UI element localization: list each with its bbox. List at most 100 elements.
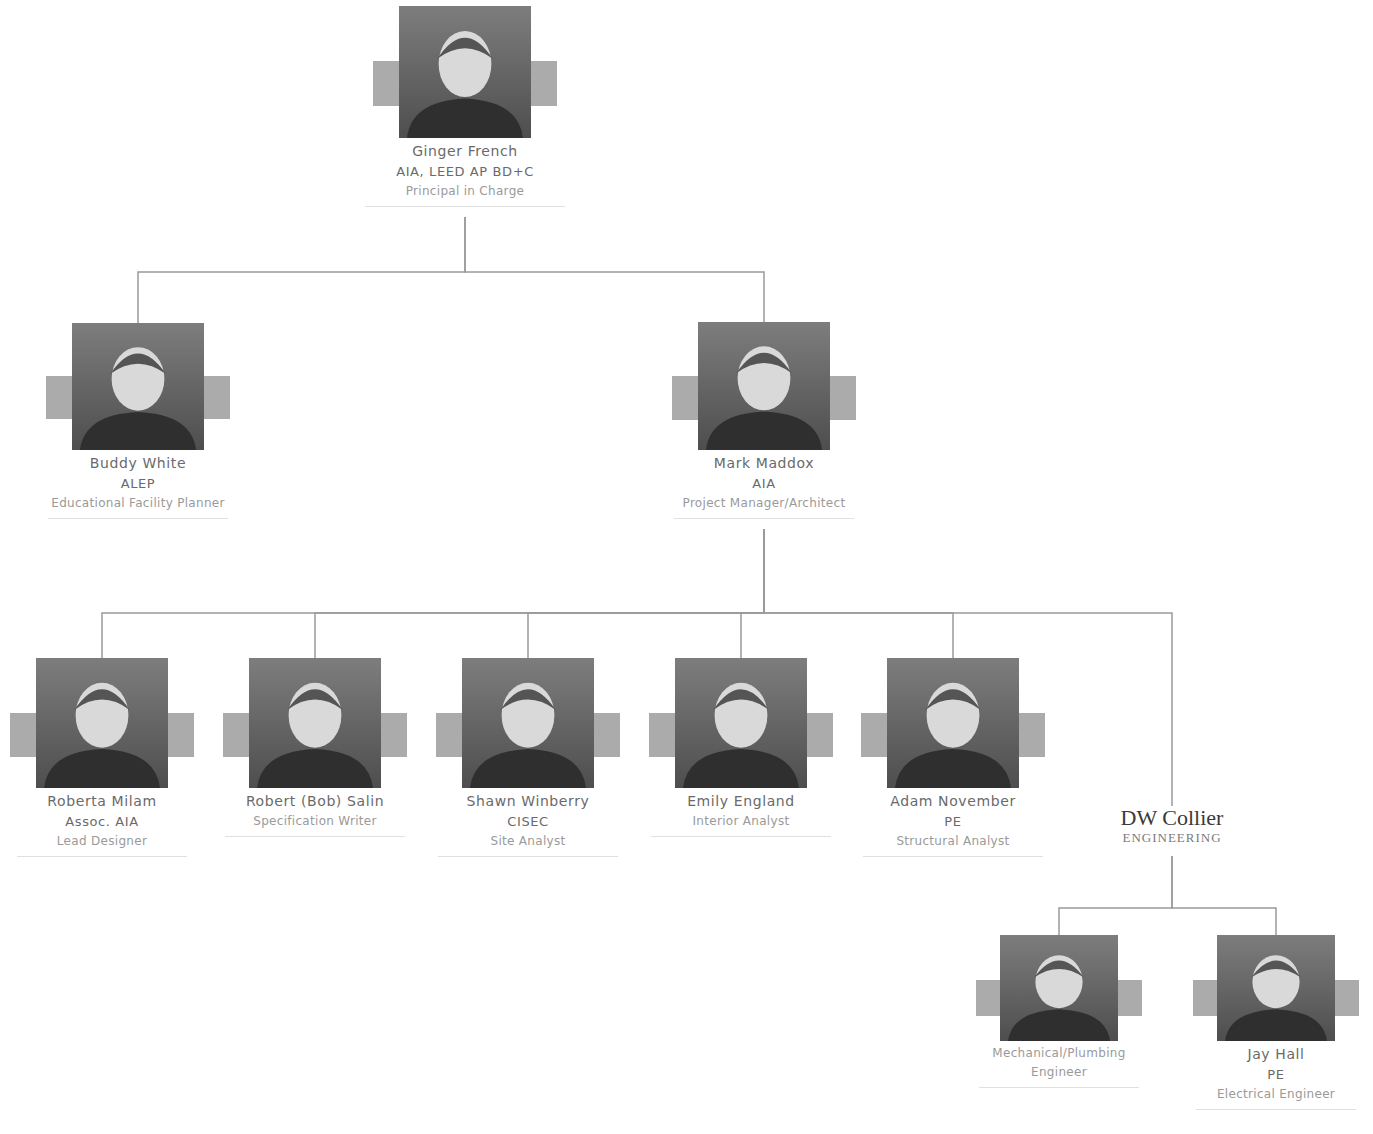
portrait-photo [649,658,833,788]
company-name: DW Collier [1082,806,1262,830]
shoulders [407,98,523,138]
shoulders [80,412,196,450]
role-title: Mechanical/Plumbing Engineer [979,1044,1139,1082]
hair [1034,960,1084,977]
frame-tab [592,713,620,757]
role-title: Educational Facility Planner [48,494,228,513]
company-subtitle: ENGINEERING [1082,830,1262,846]
hair [500,689,555,710]
caption-block: Buddy WhiteALEPEducational Facility Plan… [48,453,228,519]
portrait-photo [672,322,856,450]
photo-background [887,658,1019,788]
role-title: Electrical Engineer [1196,1085,1356,1104]
caption-block: Adam NovemberPEStructural Analyst [863,791,1043,857]
frame-tab [202,376,230,419]
hair [1251,960,1301,977]
logo-text-block: DW CollierENGINEERING [1082,806,1262,846]
photo-background [1000,935,1118,1041]
shoulders [683,749,799,788]
hair [437,38,492,59]
role-title: Site Analyst [438,832,618,851]
caption-block: Mechanical/Plumbing Engineer [979,1044,1139,1088]
frame-tab [373,61,401,106]
frame-tab [223,713,251,757]
person-name: Ginger French [365,141,565,162]
portrait-photo [223,658,407,788]
portrait-photo [861,658,1045,788]
credentials: PE [863,812,1043,832]
hair [287,689,342,710]
photo-background [36,658,168,788]
role-title: Project Manager/Architect [674,494,854,513]
frame-tab [46,376,74,419]
portrait-photo [1193,935,1359,1041]
portrait-photo [436,658,620,788]
credentials: AIA, LEED AP BD+C [365,162,565,182]
frame-tab [828,376,856,420]
company-logo-node: DW CollierENGINEERING [1082,806,1262,856]
frame-tab [436,713,464,757]
role-title: Lead Designer [17,832,187,851]
role-title: Structural Analyst [863,832,1043,851]
org-connector [102,529,764,658]
org-connector [465,217,764,322]
photo-background [249,658,381,788]
org-connector [1059,856,1172,935]
frame-tab [805,713,833,757]
org-connector [138,217,465,323]
frame-tab [672,376,700,420]
role-title: Principal in Charge [365,182,565,201]
shoulders [44,749,160,788]
person-name: Shawn Winberry [438,791,618,812]
credentials: PE [1196,1065,1356,1085]
hair [110,353,165,373]
frame-tab [976,980,1002,1016]
photo-background [1217,935,1335,1041]
person-name: Jay Hall [1196,1044,1356,1065]
org-connector [741,529,764,658]
caption-block: Jay HallPEElectrical Engineer [1196,1044,1356,1110]
role-title: Interior Analyst [651,812,831,831]
frame-tab [529,61,557,106]
frame-tab [1193,980,1219,1016]
shoulders [257,749,373,788]
person-name: Robert (Bob) Salin [225,791,405,812]
portrait-photo [373,6,557,138]
person-name: Buddy White [48,453,228,474]
team-member-card: Jay HallPEElectrical Engineer [1186,935,1366,1120]
org-connector [764,529,953,658]
portrait-photo [10,658,194,788]
credentials: Assoc. AIA [17,812,187,832]
photo-background [72,323,204,450]
team-member-card: Roberta MilamAssoc. AIALead Designer [7,658,197,867]
frame-tab [861,713,889,757]
hair [74,689,129,710]
org-connector [315,529,764,658]
hair [713,689,768,710]
caption-block: Robert (Bob) SalinSpecification Writer [225,791,405,837]
team-member-card: Shawn WinberryCISECSite Analyst [428,658,628,867]
caption-block: Emily EnglandInterior Analyst [651,791,831,837]
hair [736,353,791,373]
org-connector [1172,856,1276,935]
frame-tab [649,713,677,757]
org-connector [528,529,764,658]
caption-block: Shawn WinberryCISECSite Analyst [438,791,618,857]
team-member-card: Robert (Bob) SalinSpecification Writer [215,658,415,847]
person-name: Adam November [863,791,1043,812]
team-member-card: Adam NovemberPEStructural Analyst [853,658,1053,867]
portrait-photo [976,935,1142,1041]
photo-background [698,322,830,450]
team-member-card: Buddy WhiteALEPEducational Facility Plan… [38,323,238,529]
shoulders [1008,1009,1110,1041]
frame-tab [1116,980,1142,1016]
role-title: Specification Writer [225,812,405,831]
org-connector [764,529,1172,806]
team-member-card: Mechanical/Plumbing Engineer [969,935,1149,1098]
shoulders [895,749,1011,788]
caption-block: Mark MaddoxAIAProject Manager/Architect [674,453,854,519]
frame-tab [166,713,194,757]
frame-tab [1017,713,1045,757]
